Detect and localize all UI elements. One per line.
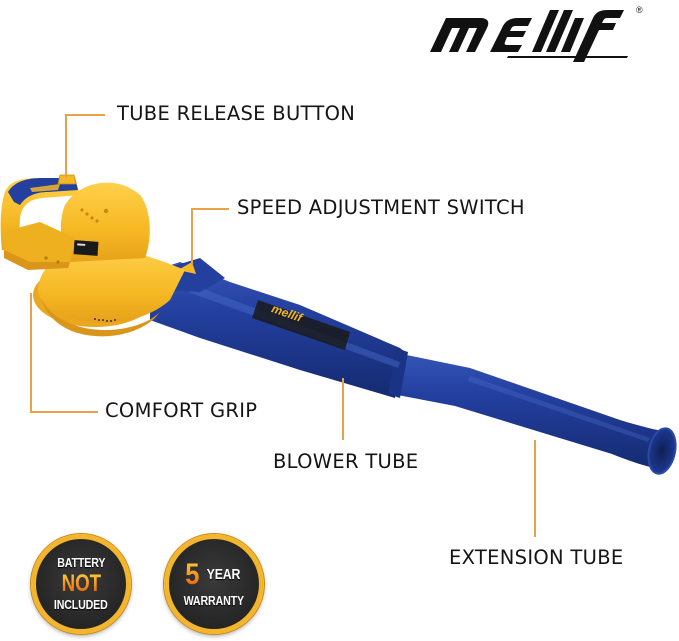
- blower-tube-callout-line: [342, 378, 344, 440]
- badge-highlight-text: NOT: [61, 570, 101, 597]
- badge-text: BATTERY: [56, 555, 105, 571]
- tube-release-callout-line: [65, 114, 105, 116]
- speed-switch-callout-line: [191, 208, 229, 210]
- registered-mark: ®: [636, 5, 643, 15]
- comfort-grip-label: COMFORT GRIP: [105, 399, 258, 422]
- battery-not-included-badge: BATTERY NOT INCLUDED: [31, 534, 131, 634]
- warranty-years-row: 5 YEAR: [184, 560, 244, 590]
- badge-text: YEAR: [206, 566, 241, 584]
- speed-adjustment-switch-label: SPEED ADJUSTMENT SWITCH: [237, 196, 525, 219]
- badge-text: WARRANTY: [183, 593, 245, 609]
- badge-text: INCLUDED: [54, 597, 108, 612]
- warranty-badge: 5 YEAR WARRANTY: [164, 534, 264, 634]
- speed-switch-callout-line: [191, 208, 193, 264]
- blower-tube-label: BLOWER TUBE: [273, 450, 419, 473]
- extension-tube-callout-line: [534, 440, 536, 537]
- tube-release-button-label: TUBE RELEASE BUTTON: [117, 102, 356, 125]
- warranty-years-number: 5: [185, 558, 200, 592]
- comfort-grip-callout-line: [30, 411, 98, 413]
- brand-logo: [430, 10, 628, 62]
- tube-release-callout-line: [65, 114, 67, 178]
- comfort-grip-callout-line: [30, 293, 32, 413]
- extension-tube-label: EXTENSION TUBE: [449, 546, 624, 569]
